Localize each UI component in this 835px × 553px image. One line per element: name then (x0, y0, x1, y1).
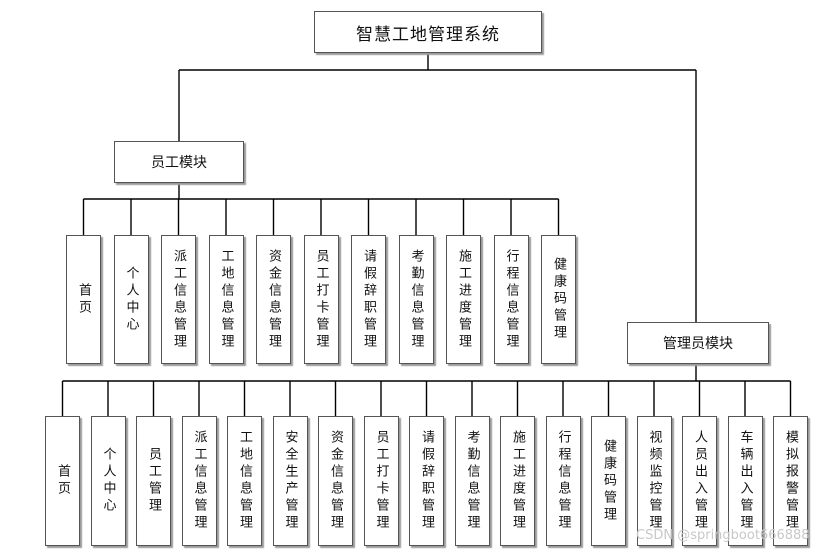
employee-item-label: 施工进度管理 (456, 248, 471, 351)
employee-item-label: 首页 (76, 282, 91, 317)
admin-item-label: 健康码管理 (601, 438, 616, 524)
admin-item-7: 资金信息管理 (318, 416, 353, 546)
employee-item-label: 员工打卡管理 (313, 248, 329, 351)
admin-item-3: 员工管理 (136, 416, 171, 546)
employee-item-2: 个人中心 (113, 235, 149, 364)
admin-item-17: 模拟报警管理 (773, 416, 808, 546)
admin-item-10: 考勤信息管理 (454, 416, 490, 546)
admin-item-label: 车辆出入管理 (737, 430, 753, 532)
admin-item-6: 安全生产管理 (272, 416, 308, 546)
employee-item-1: 首页 (66, 235, 101, 364)
admin-item-label: 模拟报警管理 (783, 430, 798, 532)
employee-item-3: 派工信息管理 (161, 235, 196, 364)
admin-item-label: 视频监控管理 (646, 430, 662, 532)
admin-item-8: 员工打卡管理 (363, 416, 399, 546)
admin-item-label: 员工打卡管理 (373, 430, 389, 532)
admin-item-16: 车辆出入管理 (727, 416, 763, 546)
employee-item-11: 健康码管理 (541, 235, 576, 364)
admin-module-label: 管理员模块 (663, 336, 733, 352)
admin-item-14: 视频监控管理 (636, 416, 672, 546)
employee-module-node: 员工模块 (114, 141, 244, 183)
admin-item-2: 个人中心 (90, 416, 126, 546)
employee-item-label: 工地信息管理 (218, 248, 234, 351)
employee-item-8: 考勤信息管理 (398, 235, 434, 364)
admin-item-label: 人员出入管理 (692, 430, 707, 532)
admin-item-1: 首页 (45, 416, 80, 546)
admin-module-node: 管理员模块 (627, 322, 769, 364)
admin-item-label: 派工信息管理 (191, 430, 207, 532)
employee-item-6: 员工打卡管理 (303, 235, 339, 364)
employee-item-label: 行程信息管理 (503, 248, 519, 351)
admin-item-label: 请假辞职管理 (419, 430, 434, 532)
admin-item-4: 派工信息管理 (181, 416, 217, 546)
admin-item-label: 首页 (55, 464, 70, 498)
employee-item-10: 行程信息管理 (493, 235, 529, 364)
employee-item-label: 健康码管理 (551, 257, 566, 342)
admin-item-label: 工地信息管理 (237, 430, 252, 532)
employee-item-label: 个人中心 (123, 265, 139, 334)
employee-item-label: 资金信息管理 (266, 248, 281, 351)
admin-item-5: 工地信息管理 (227, 416, 262, 546)
employee-item-4: 工地信息管理 (208, 235, 244, 364)
admin-item-label: 资金信息管理 (328, 430, 343, 532)
admin-item-9: 请假辞职管理 (409, 416, 444, 546)
employee-item-label: 考勤信息管理 (408, 248, 424, 351)
admin-item-11: 施工进度管理 (500, 416, 535, 546)
employee-item-7: 请假辞职管理 (351, 235, 386, 364)
root-label: 智慧工地管理系统 (356, 24, 500, 45)
employee-item-9: 施工进度管理 (446, 235, 481, 364)
admin-item-label: 施工进度管理 (510, 430, 525, 532)
admin-item-label: 行程信息管理 (555, 430, 571, 532)
admin-item-label: 安全生产管理 (282, 430, 298, 532)
admin-item-12: 行程信息管理 (545, 416, 581, 546)
employee-item-5: 资金信息管理 (256, 235, 291, 364)
employee-item-label: 请假辞职管理 (361, 248, 376, 351)
admin-item-label: 个人中心 (100, 447, 116, 515)
admin-item-15: 人员出入管理 (682, 416, 717, 546)
watermark: CSDN @springboot666888 (636, 528, 810, 543)
employee-module-label: 员工模块 (151, 155, 207, 171)
admin-item-label: 员工管理 (146, 447, 161, 515)
admin-item-label: 考勤信息管理 (464, 430, 480, 532)
employee-item-label: 派工信息管理 (171, 248, 186, 351)
admin-item-13: 健康码管理 (591, 416, 626, 546)
root-node: 智慧工地管理系统 (314, 11, 542, 53)
